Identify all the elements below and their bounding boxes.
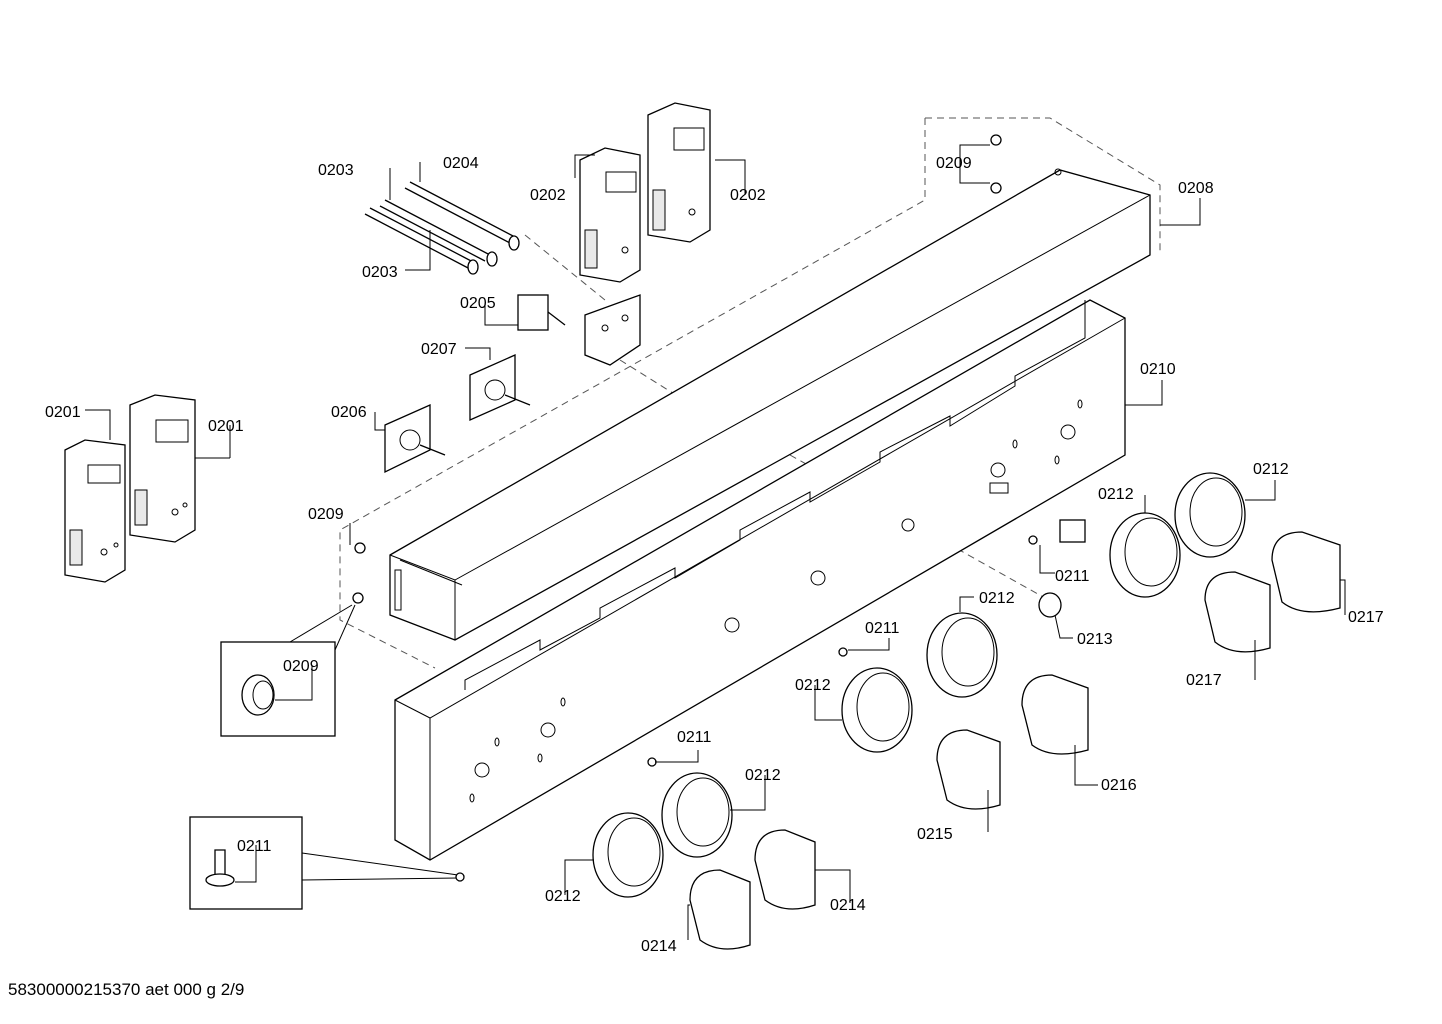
knob-rings bbox=[592, 472, 1246, 898]
toggle-switch bbox=[517, 294, 641, 366]
label-0217-right: 0217 bbox=[1348, 609, 1384, 626]
label-0205: 0205 bbox=[460, 295, 496, 312]
holder-0213 bbox=[1038, 592, 1062, 618]
label-0212-e: 0212 bbox=[745, 767, 781, 784]
label-0212-b: 0212 bbox=[1253, 461, 1289, 478]
label-0201-right: 0201 bbox=[208, 418, 244, 435]
label-0210: 0210 bbox=[1140, 361, 1176, 378]
label-0203-top: 0203 bbox=[318, 162, 354, 179]
timer-module-0201-back bbox=[129, 394, 196, 543]
control-knobs bbox=[689, 531, 1341, 950]
label-0209-top: 0209 bbox=[936, 155, 972, 172]
selector-switch-0207 bbox=[469, 353, 531, 422]
label-0214-left: 0214 bbox=[641, 938, 677, 955]
label-0211-right: 0211 bbox=[1055, 568, 1090, 585]
label-0208: 0208 bbox=[1178, 180, 1214, 197]
selector-switch-0206 bbox=[384, 403, 446, 474]
label-0209-detail: 0209 bbox=[283, 658, 319, 675]
label-0211-detail: 0211 bbox=[237, 838, 272, 855]
label-0211-center: 0211 bbox=[865, 620, 900, 637]
front-panel bbox=[394, 299, 1126, 861]
label-0217-left: 0217 bbox=[1186, 672, 1222, 689]
detail-box-nut bbox=[220, 604, 356, 737]
label-0215: 0215 bbox=[917, 826, 953, 843]
label-0203-bottom: 0203 bbox=[362, 264, 398, 281]
label-0214-right: 0214 bbox=[830, 897, 866, 914]
document-id: 58300000215370 aet 000 g 2/9 bbox=[8, 980, 245, 999]
label-0212-c: 0212 bbox=[979, 590, 1015, 607]
label-0209-left: 0209 bbox=[308, 506, 344, 523]
label-0204: 0204 bbox=[443, 155, 479, 172]
timer-module-0202-back bbox=[647, 102, 711, 243]
label-0207: 0207 bbox=[421, 341, 457, 358]
label-0201-left: 0201 bbox=[45, 404, 81, 421]
nuts bbox=[352, 134, 1002, 604]
timer-module-0201-front bbox=[64, 439, 126, 583]
control-panel-housing bbox=[389, 168, 1151, 641]
label-0206: 0206 bbox=[331, 404, 367, 421]
label-0212-a: 0212 bbox=[1098, 486, 1134, 503]
label-0202-left: 0202 bbox=[530, 187, 566, 204]
label-0202-right: 0202 bbox=[730, 187, 766, 204]
label-0211-lower: 0211 bbox=[677, 729, 712, 746]
leader-lines bbox=[85, 144, 1346, 940]
connector bbox=[1059, 519, 1086, 543]
label-0212-f: 0212 bbox=[545, 888, 581, 905]
label-0216: 0216 bbox=[1101, 777, 1137, 794]
shaft-rods bbox=[364, 181, 520, 275]
timer-module-0202-front bbox=[579, 147, 641, 283]
detail-box-screw bbox=[189, 816, 465, 910]
label-0213: 0213 bbox=[1077, 631, 1113, 648]
assembly-dashed-outline bbox=[339, 117, 1161, 669]
label-0212-d: 0212 bbox=[795, 677, 831, 694]
